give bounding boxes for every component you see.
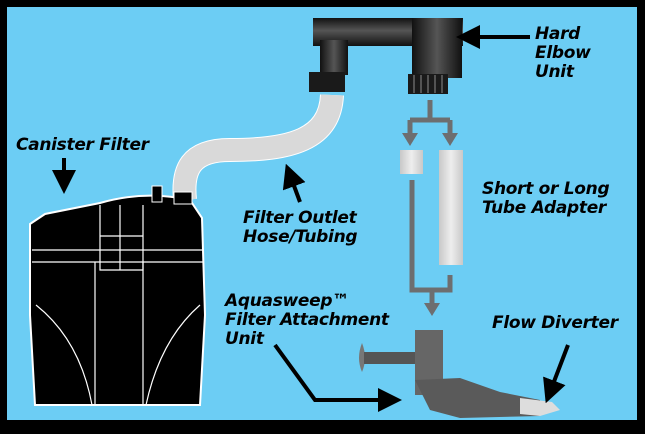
label-aquasweep: Aquasweep™ Filter Attachment Unit [225,291,389,349]
long-tube-adapter [439,150,463,265]
label-canister-filter: Canister Filter [16,135,149,155]
label-flow-diverter: Flow Diverter [492,313,618,333]
label-hard-elbow: Hard Elbow Unit [535,24,591,82]
label-tube-adapter: Short or Long Tube Adapter [482,179,610,218]
short-tube-adapter [400,150,423,174]
flow-diverter [520,398,560,416]
outlet-hose [172,93,344,202]
hard-elbow-unit [309,18,463,94]
pointer-arrows [52,25,570,412]
flow-arrows [407,100,453,305]
flow-arrowheads [402,133,458,316]
aquasweep-attachment [359,330,560,418]
canister-filter [29,185,207,406]
label-filter-outlet: Filter Outlet Hose/Tubing [243,208,358,247]
